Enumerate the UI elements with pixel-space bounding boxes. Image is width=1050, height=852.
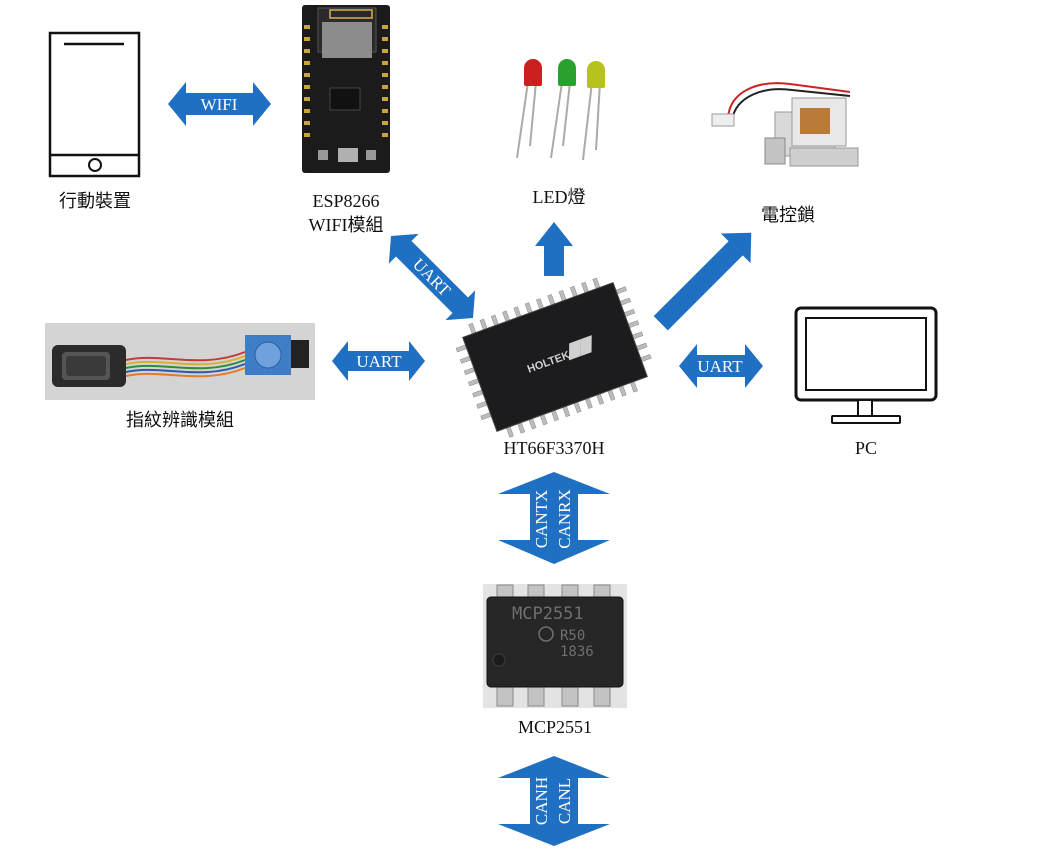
mcp2551-marking-2: R50 xyxy=(560,628,585,644)
fingerprint-uart-arrow: UART xyxy=(332,341,425,381)
esp8266-label-line2: WIFI模組 xyxy=(308,215,384,235)
esp8266-board-image xyxy=(302,5,390,173)
led-up-arrow xyxy=(535,222,573,276)
canl-label: CANL xyxy=(555,778,574,824)
mcp2551-marking-3: 1836 xyxy=(560,644,594,660)
led-label: LED燈 xyxy=(532,187,586,207)
cantx-label: CANTX xyxy=(532,490,551,549)
fingerprint-label: 指紋辨識模組 xyxy=(126,410,234,430)
mcp2551-marking-1: MCP2551 xyxy=(512,604,584,624)
mobile-device-label: 行動裝置 xyxy=(59,191,131,211)
can-txrx-arrow: CANTX CANRX xyxy=(498,472,610,564)
mcp2551-chip-image: MCP2551 R50 1836 xyxy=(483,584,627,708)
pc-label: PC xyxy=(854,438,878,458)
mcp2551-label: MCP2551 xyxy=(517,717,593,737)
solenoid-lock-image xyxy=(711,82,859,167)
wifi-arrow: WIFI xyxy=(168,82,271,126)
canh-label: CANH xyxy=(532,777,551,825)
led-image xyxy=(516,59,605,161)
wifi-arrow-label: WIFI xyxy=(201,95,238,114)
pc-uart-label: UART xyxy=(697,357,743,376)
fingerprint-module-image xyxy=(45,323,315,400)
pc-monitor-icon xyxy=(794,306,938,424)
esp8266-label-line1: ESP8266 xyxy=(312,191,380,211)
esp-uart-arrow: UART xyxy=(388,233,476,321)
pc-uart-arrow: UART xyxy=(679,344,763,388)
can-hl-arrow: CANH CANL xyxy=(498,756,610,846)
mcu-chip-image: HOLTEK xyxy=(455,277,652,438)
canrx-label: CANRX xyxy=(555,489,574,549)
mobile-device-icon xyxy=(48,31,141,178)
mcu-label: HT66F3370H xyxy=(503,438,605,458)
lock-label: 電控鎖 xyxy=(761,205,815,225)
lock-arrow xyxy=(653,232,752,331)
fingerprint-uart-label: UART xyxy=(356,352,402,371)
